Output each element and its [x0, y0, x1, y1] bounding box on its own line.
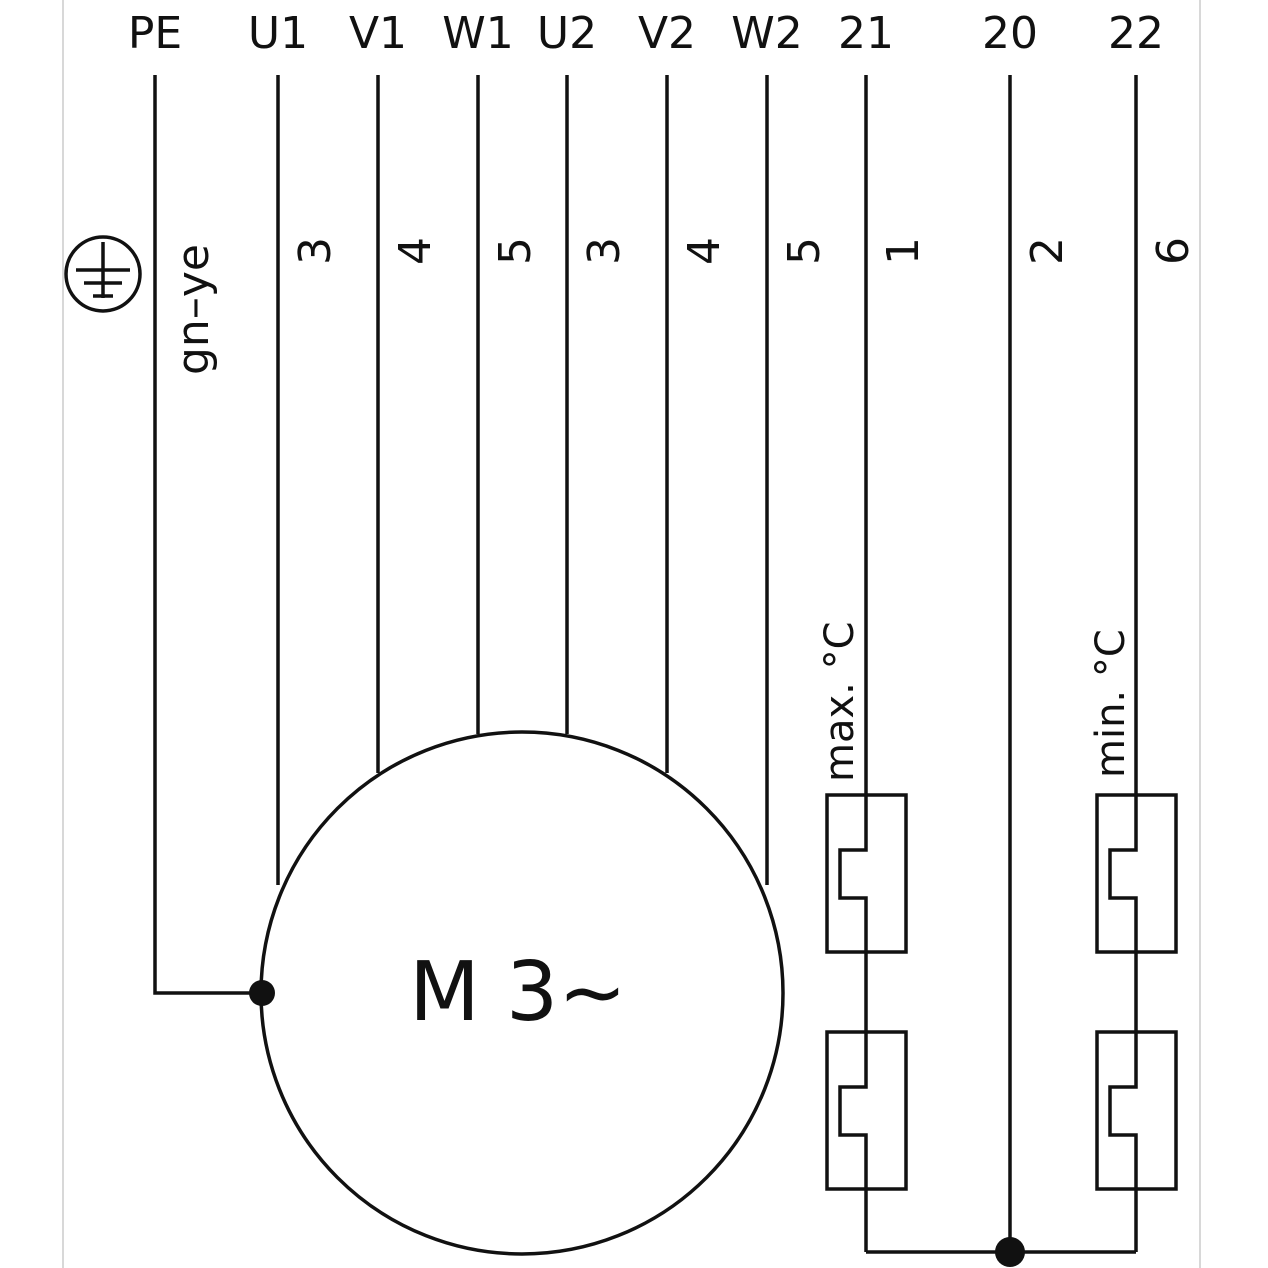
min-thermostat-upper [1095, 793, 1178, 954]
terminal-label-u1: U1 [248, 8, 308, 59]
terminal-label-pe: PE [128, 8, 182, 59]
terminal-label-v2: V2 [638, 8, 696, 59]
terminal-label-22: 22 [1108, 8, 1164, 59]
max-thermostat-upper [825, 793, 908, 954]
wire-label-v2: 4 [679, 237, 730, 265]
wire-pe [153, 75, 262, 995]
min-thermostat-lower [1095, 1030, 1178, 1191]
wire-label-w2: 5 [779, 237, 830, 265]
max-temp-label: max. °C [817, 621, 863, 782]
wire-label-v1: 4 [390, 237, 441, 265]
wire-label-u1: 3 [290, 237, 341, 265]
terminal-label-21: 21 [838, 8, 894, 59]
terminal-label-v1: V1 [349, 8, 407, 59]
wire-label-21: 1 [878, 237, 929, 265]
pe-junction-dot [249, 980, 275, 1006]
wire-label-22: 6 [1148, 237, 1199, 265]
max-thermostat-lower [825, 1030, 908, 1191]
terminal-label-w1: W1 [442, 8, 514, 59]
wire-label-w1: 5 [490, 237, 541, 265]
wire-label-pe: gn–ye [168, 244, 219, 375]
terminal-label-w2: W2 [731, 8, 803, 59]
wire-label-u2: 3 [579, 237, 630, 265]
motor-label: M 3~ [409, 945, 627, 1040]
min-temp-label: min. °C [1088, 629, 1134, 778]
terminal-label-20: 20 [982, 8, 1038, 59]
terminal-label-u2: U2 [537, 8, 597, 59]
wire-label-20: 2 [1022, 237, 1073, 265]
protective-earth-icon [64, 235, 142, 313]
common-junction-dot [995, 1237, 1025, 1267]
